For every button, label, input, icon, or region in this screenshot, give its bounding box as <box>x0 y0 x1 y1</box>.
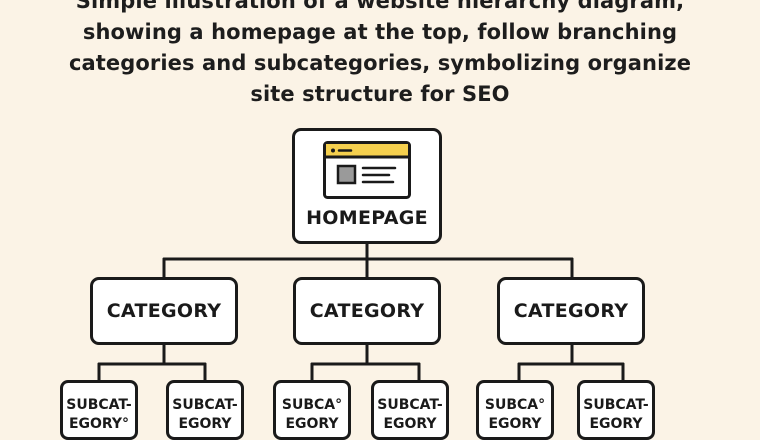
diagram-caption: Simple illustration of a website hierarc… <box>40 0 720 110</box>
caption-line-2: showing a homepage at the top, follow br… <box>82 20 678 44</box>
caption-line-4: site structure for SEO <box>250 82 510 106</box>
subcategory-node: SUBCA° EGORY <box>476 380 554 440</box>
subcategory-node: SUBCAT- EGORY <box>371 380 449 440</box>
subcategory-label-line-1: SUBCAT- <box>583 397 649 413</box>
caption-line-3: categories and subcategories, symbolizin… <box>68 51 692 75</box>
subcategory-node: SUBCAT- EGORY° <box>60 380 138 440</box>
subcategory-label-line-1: SUBCAT- <box>172 397 238 413</box>
category-node-2: CATEGORY <box>293 277 441 345</box>
subcategory-node: SUBCAT- EGORY <box>166 380 244 440</box>
subcategory-label-line-1: SUBCA° <box>281 397 343 413</box>
caption-line-1: Simple illustration of a website hierarc… <box>75 0 685 13</box>
category-label: CATEGORY <box>513 300 629 322</box>
subcategory-node: SUBCAT- EGORY <box>577 380 655 440</box>
subcategory-label-line-2: EGORY° <box>68 416 130 432</box>
category-node-1: CATEGORY <box>90 277 238 345</box>
subcategory-label-line-2: EGORY <box>285 416 339 432</box>
subcategory-label-line-2: EGORY <box>178 416 232 432</box>
subcategory-label-line-2: EGORY <box>488 416 542 432</box>
subcategory-label-line-2: EGORY <box>383 416 437 432</box>
subcategory-label-line-1: SUBCAT- <box>66 397 132 413</box>
homepage-label: HOMEPAGE <box>306 207 428 229</box>
category-label: CATEGORY <box>309 300 425 322</box>
webpage-icon <box>323 141 411 199</box>
hierarchy-connectors <box>97 242 625 382</box>
homepage-node: HOMEPAGE <box>292 128 442 244</box>
subcategory-node: SUBCA° EGORY <box>273 380 351 440</box>
subcategory-label-line-1: SUBCAT- <box>377 397 443 413</box>
category-node-3: CATEGORY <box>497 277 645 345</box>
subcategory-label-line-2: EGORY <box>589 416 643 432</box>
subcategory-label-line-1: SUBCA° <box>484 397 546 413</box>
category-label: CATEGORY <box>106 300 222 322</box>
